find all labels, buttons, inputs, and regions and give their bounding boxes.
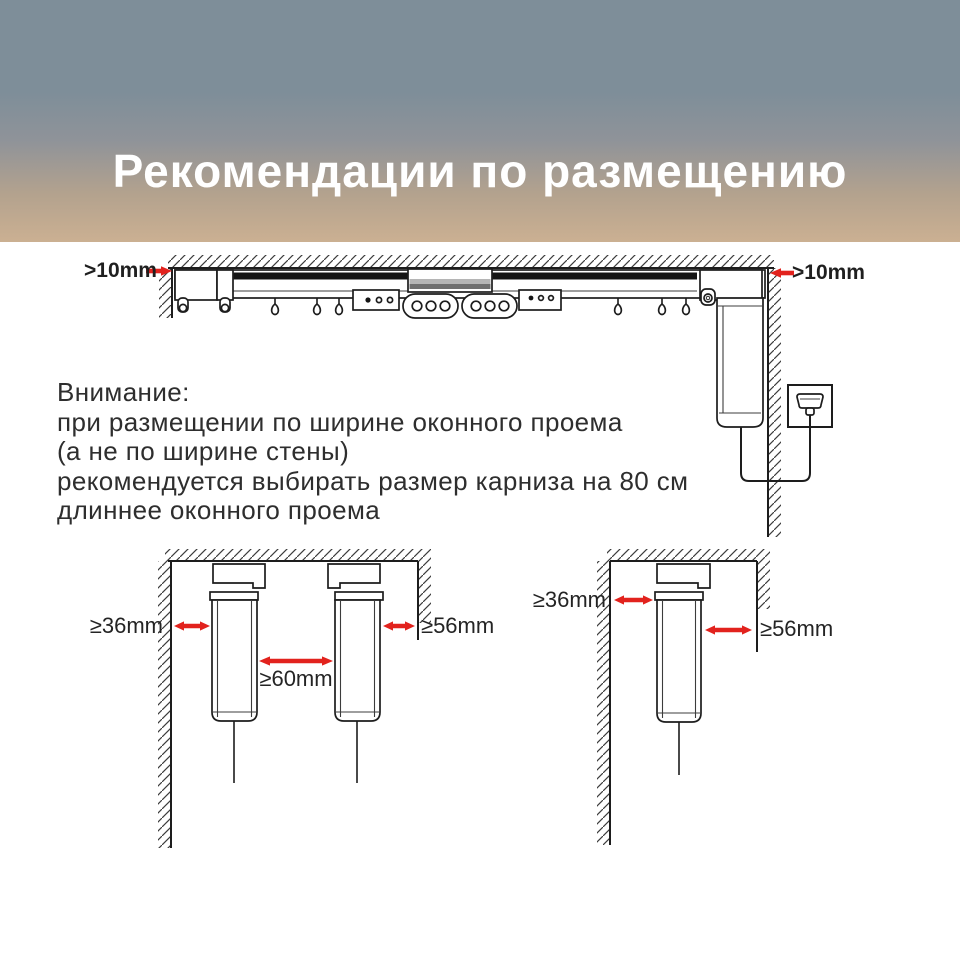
warning-text: Внимание: при размещении по ширине оконн…: [57, 377, 717, 526]
rail-top-diagram: [146, 255, 833, 537]
right-gap-arrow: [383, 621, 415, 631]
single-motor-clearance-diagram: [597, 549, 770, 845]
motor-1: [209, 563, 266, 783]
master-carrier-assembly: [352, 289, 562, 319]
top-left-gap-label: >10mm: [84, 259, 157, 282]
curtain-motor: [716, 297, 764, 428]
double-motor-clearance-diagram: [158, 549, 431, 848]
power-cable: [740, 415, 811, 482]
right-wall-hatch: [418, 561, 431, 623]
rail-left-endcap: [174, 269, 218, 301]
line-art-diagrams: [146, 255, 833, 848]
top-right-gap-label: >10mm: [792, 261, 865, 284]
page-title: Рекомендации по размещению: [112, 145, 848, 197]
warning-line: рекомендуется выбирать размер карниза на…: [57, 465, 689, 496]
warning-line: длиннее оконного проема: [57, 495, 381, 525]
wall-gap-arrow: [174, 621, 210, 631]
motor: [654, 563, 711, 775]
center-gap-arrow: [259, 656, 333, 666]
bl-right-gap-label: ≥56mm: [421, 613, 495, 638]
left-wall-hatch: [597, 561, 610, 845]
left-gap-arrow: [146, 266, 172, 276]
rail-left-bracket: [216, 269, 234, 301]
motor-mount-tab: [700, 288, 716, 306]
plug-icon: [796, 393, 824, 409]
right-gap-arrow: [770, 268, 794, 278]
right-wall-hatch: [768, 268, 781, 537]
motor-2: [327, 563, 384, 783]
warning-line: (а не по ширине стены): [57, 436, 350, 466]
left-mount-tabs: [177, 297, 231, 313]
bl-center-gap-label: ≥60mm: [259, 666, 333, 691]
header-banner: Рекомендации по размещению: [0, 0, 960, 242]
wall-gap-arrow: [614, 595, 653, 605]
bl-wall-gap-label: ≥36mm: [89, 613, 163, 638]
left-wall-hatch: [158, 561, 171, 848]
right-wall-hatch: [757, 561, 770, 609]
curtain-glider-hooks: [270, 298, 691, 316]
diagram-canvas: >10mm >10mm Внимание: при размещении по …: [0, 242, 960, 960]
right-gap-arrow: [705, 625, 752, 635]
ceiling-hatch: [168, 255, 774, 268]
ceiling-hatch: [607, 549, 770, 561]
belt-housing: [407, 268, 493, 293]
br-wall-gap-label: ≥36mm: [532, 587, 606, 612]
warning-line: при размещении по ширине оконного проема: [57, 406, 623, 437]
warning-line: Внимание:: [57, 377, 190, 407]
br-right-gap-label: ≥56mm: [760, 616, 834, 641]
ceiling-hatch: [165, 549, 431, 561]
left-wall-hatch: [159, 268, 172, 318]
